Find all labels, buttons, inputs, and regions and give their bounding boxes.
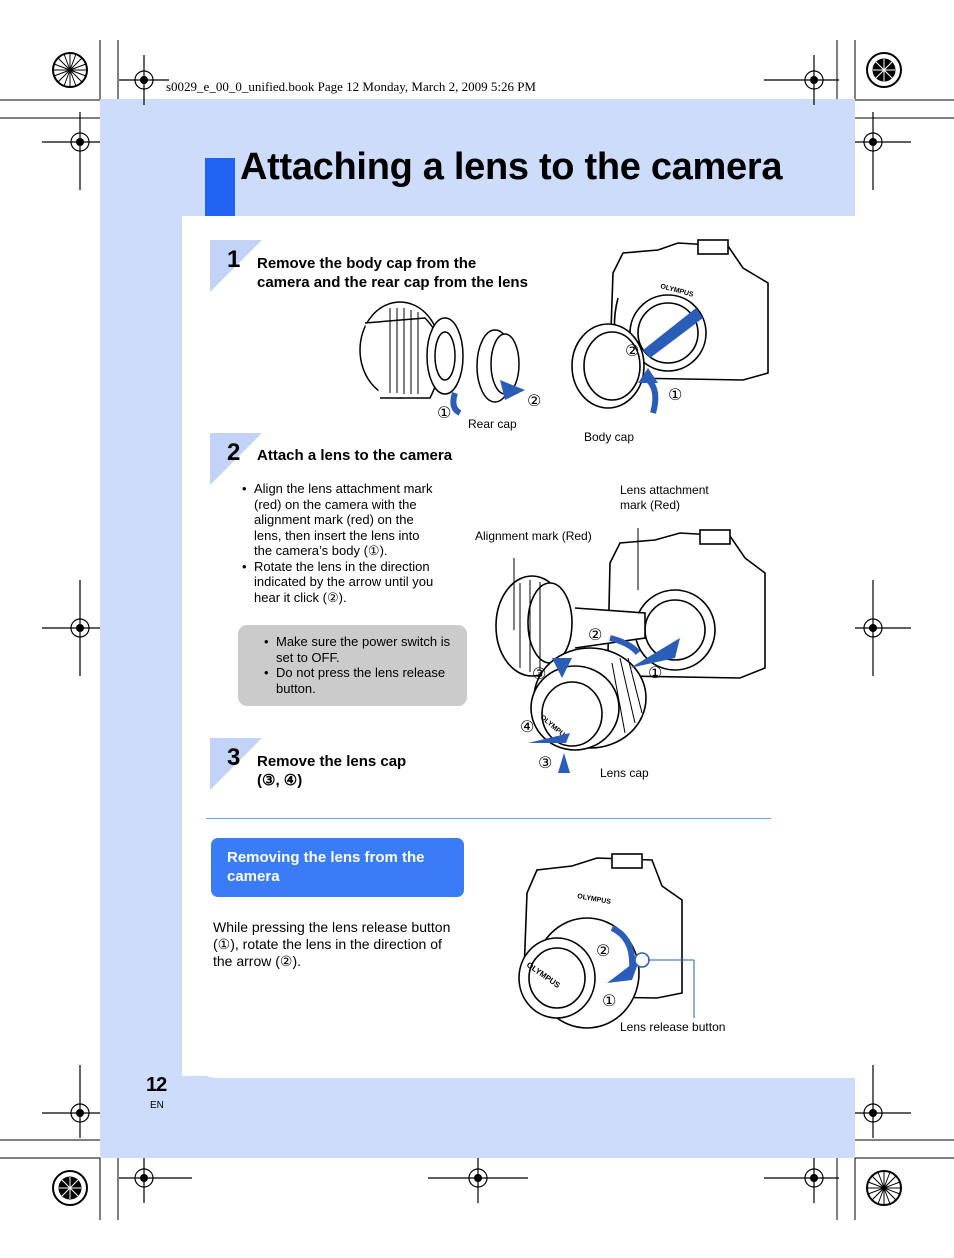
note-bullet-1: Make sure the power switch is set to OFF… [264, 634, 457, 665]
camera-body-cap-illustration: OLYMPUS ② ① [571, 239, 769, 414]
step-2-bullet-2: Rotate the lens in the direction indicat… [242, 559, 440, 606]
callout-4-attach: ④ [520, 717, 534, 736]
step-3-text: Remove the lens cap (③, ④) [257, 752, 406, 790]
rear-cap-caption: Rear cap [468, 417, 517, 431]
alignment-mark-caption: Alignment mark (Red) [475, 529, 592, 543]
step-1-line-1: Remove the body cap from the [257, 255, 477, 272]
bottom-band [100, 1076, 855, 1158]
callout-1: ① [437, 403, 451, 422]
note-bullet-2: Do not press the lens release button. [264, 665, 457, 696]
callout-1-body: ① [668, 385, 682, 404]
callout-3b-attach: ③ [538, 753, 552, 772]
title-accent-bar [205, 158, 235, 216]
callout-2-attach: ② [588, 625, 602, 644]
page-number: 12 [146, 1074, 167, 1096]
lens-attach-illustration: OLYMPUS ② ① ③ ④ ③ [495, 528, 766, 773]
print-header: s0029_e_00_0_unified.book Page 12 Monday… [166, 79, 536, 94]
step-3-line-2: (③, ④) [257, 772, 303, 789]
caution-note-text: Make sure the power switch is set to OFF… [262, 634, 457, 696]
left-band [100, 216, 182, 1078]
body-cap-caption: Body cap [584, 430, 635, 444]
callout-1-remove: ① [602, 991, 616, 1010]
page-title: Attaching a lens to the camera [240, 146, 783, 188]
step-2-bullet-1: Align the lens attachment mark (red) on … [242, 481, 440, 559]
step-3-line-1: Remove the lens cap [257, 753, 407, 770]
step-2-text: Attach a lens to the camera [257, 447, 453, 464]
callout-2-remove: ② [596, 941, 610, 960]
removal-heading-box [211, 838, 464, 897]
callout-3-attach: ③ [532, 664, 546, 683]
section-divider [206, 818, 771, 819]
removal-heading: Removing the lens from the camera [227, 849, 425, 885]
step-2-number: 2 [227, 439, 241, 466]
step-2-instructions: Align the lens attachment mark (red) on … [240, 481, 440, 605]
step-1-line-2: camera and the rear cap from the lens [257, 274, 528, 291]
callout-2: ② [527, 391, 541, 410]
lens-release-button-caption: Lens release button [620, 1020, 726, 1034]
lens-removal-illustration: OLYMPUS OLYMPUS ② ① [518, 853, 695, 1029]
lens-attachment-mark-caption: Lens attachment mark (Red) [620, 483, 709, 512]
step-3-number: 3 [227, 744, 241, 771]
step-3-marker [210, 738, 262, 790]
step-2-marker [210, 433, 262, 485]
page-language: EN [150, 1100, 164, 1111]
removal-instructions: While pressing the lens release button (… [213, 919, 451, 969]
step-1-number: 1 [227, 246, 241, 273]
lens-cap-caption: Lens cap [600, 766, 649, 780]
callout-1-attach: ① [648, 663, 662, 682]
step-1-text: Remove the body cap from the camera and … [257, 254, 528, 292]
step-1-marker [210, 240, 262, 292]
callout-2-body: ② [625, 341, 639, 360]
lens-rear-cap-illustration: ① ② [359, 301, 541, 422]
